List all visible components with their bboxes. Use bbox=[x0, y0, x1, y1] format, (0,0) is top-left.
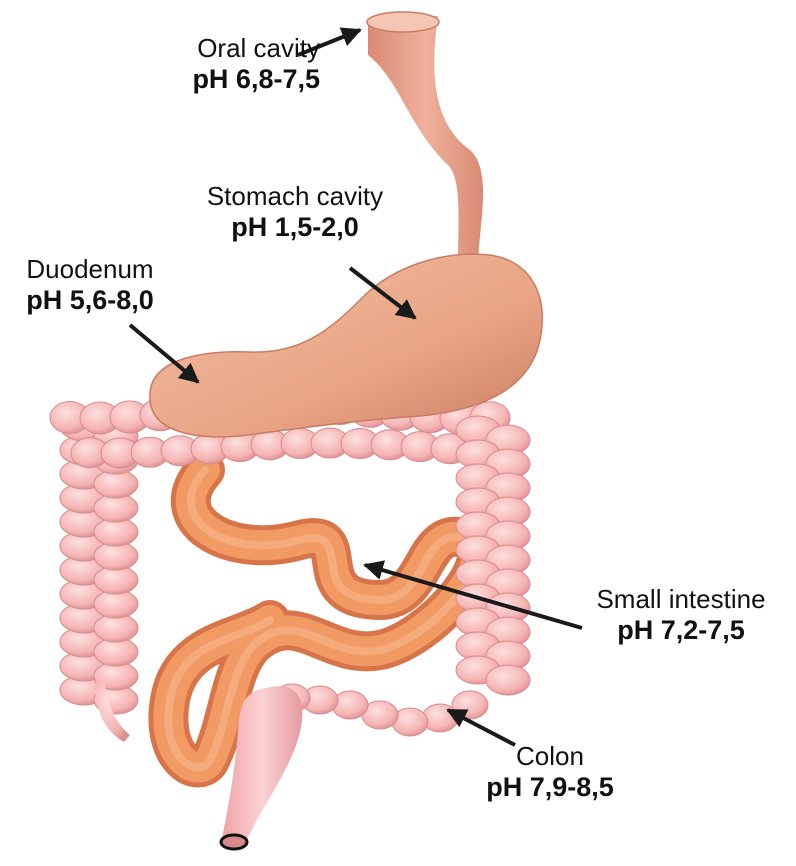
colon-ph: pH 7,9-8,5 bbox=[460, 772, 640, 803]
stomach-cavity-ph: pH 1,5-2,0 bbox=[170, 212, 420, 243]
small-intestine-ph: pH 7,2-7,5 bbox=[570, 615, 792, 646]
label-small-intestine: Small intestine pH 7,2-7,5 bbox=[570, 585, 792, 646]
colon-name: Colon bbox=[460, 742, 640, 772]
duodenum-ph: pH 5,6-8,0 bbox=[0, 285, 180, 316]
label-duodenum: Duodenum pH 5,6-8,0 bbox=[0, 255, 180, 316]
colon-segment bbox=[486, 665, 530, 695]
duodenum-name: Duodenum bbox=[0, 255, 180, 285]
oral-cavity-name: Oral cavity bbox=[100, 34, 320, 64]
label-stomach-cavity: Stomach cavity pH 1,5-2,0 bbox=[170, 182, 420, 243]
small-intestine-name: Small intestine bbox=[570, 585, 792, 615]
stomach-cavity-name: Stomach cavity bbox=[170, 182, 420, 212]
label-colon: Colon pH 7,9-8,5 bbox=[460, 742, 640, 803]
label-oral-cavity: Oral cavity pH 6,8-7,5 bbox=[100, 34, 320, 95]
oral-cavity-ph: pH 6,8-7,5 bbox=[100, 64, 320, 95]
